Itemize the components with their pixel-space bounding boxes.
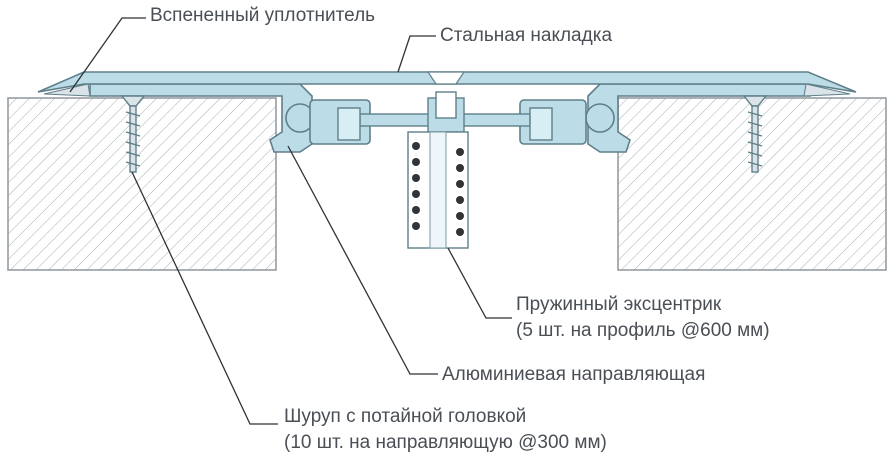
- label-spring-eccentric: Пружинный эксцентрик: [516, 294, 722, 315]
- label-spring-eccentric-qty: (5 шт. на профиль @600 мм): [516, 320, 770, 341]
- countersunk-screw-left: [120, 95, 146, 173]
- spring-eccentric: [407, 91, 469, 249]
- label-screw-qty: (10 шт. на направляющую @300 мм): [284, 432, 607, 453]
- label-steel-cover: Стальная накладка: [440, 25, 613, 46]
- leader-lines: [69, 17, 512, 425]
- foam-seal: [43, 83, 851, 97]
- label-aluminum-guide: Алюминиевая направляющая: [442, 364, 706, 385]
- label-screw: Шуруп с потайной головкой: [284, 406, 527, 427]
- label-foam-seal: Вспененный уплотнитель: [150, 5, 376, 26]
- concrete-slab-left: [7, 97, 277, 271]
- aluminum-guide-right: [519, 83, 811, 153]
- countersunk-screw-right: [742, 95, 768, 173]
